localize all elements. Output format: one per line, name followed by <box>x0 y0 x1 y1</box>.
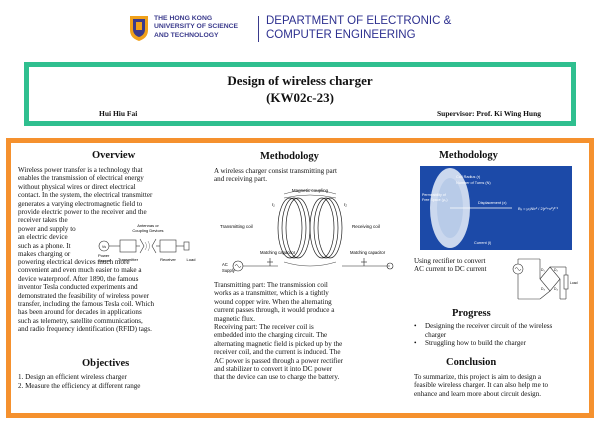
coil-radius-label: Coil Radius (r) <box>456 175 481 179</box>
list-item: Designing the receiver circuit of the wi… <box>414 322 552 339</box>
poster-title: Design of wireless charger <box>227 73 373 88</box>
transmitting-coil-label: Transmitting coil <box>220 224 253 229</box>
conclusion-text: To summarize, this project is aim to des… <box>414 373 549 398</box>
current-label: Current (I) <box>474 241 492 245</box>
power-label: Power <box>98 253 110 258</box>
overview-text-top: Wireless power transfer is a technology … <box>18 166 153 225</box>
d1-label: D₁ <box>541 268 545 272</box>
objectives-heading: Objectives <box>82 358 130 369</box>
author-name: Hui Hiu Fai <box>99 109 138 118</box>
load-label: Load <box>187 257 196 262</box>
transmitter-label: Transmitter <box>118 257 139 262</box>
load-resistor <box>563 274 569 290</box>
university-name: THE HONG KONG UNIVERSITY OF SCIENCE AND … <box>154 15 239 39</box>
receiver-block <box>159 239 177 253</box>
current-i2-label: I₂ <box>344 202 347 207</box>
field-formula: Bₓ = μ₀NIr² / 2(r²+x²)³ᐟ² <box>518 206 559 211</box>
wireless-power-diagram: Antennas or Coupling Devices Vs Power So… <box>98 223 196 263</box>
transmitter-block <box>119 239 137 253</box>
coupled-coils-diagram: Magnetic coupling I₁ I₂ Transmitting coi… <box>220 188 394 273</box>
d4-label: D₄ <box>554 287 558 291</box>
ac-label: AC <box>222 262 228 267</box>
displacement-label: Displacement (x) <box>478 201 507 205</box>
tx-antenna <box>139 238 145 254</box>
list-item: Struggling how to build the charger <box>414 339 552 348</box>
receiving-coil-label: Receiving coil <box>352 224 380 229</box>
overview-text-wrap: power and supply to an electric device s… <box>18 225 76 259</box>
overview-text-bottom: powering electrical devices much more co… <box>18 258 155 334</box>
coil-field-figure: Coil Radius (r) Number of Turns (N) Perm… <box>414 166 578 250</box>
project-code: (KW02c-23) <box>266 90 334 105</box>
magnetic-coupling-label: Magnetic coupling <box>292 188 329 193</box>
load-label: Load <box>570 281 578 285</box>
page-header: THE HONG KONG UNIVERSITY OF SCIENCE AND … <box>0 0 600 56</box>
receiver-label: Receiver <box>160 257 176 262</box>
load-symbol <box>386 262 394 270</box>
list-item: 1. Design an efficient wireless charger <box>18 373 127 381</box>
antennas-label: Antennas or <box>137 223 159 228</box>
d2-label: D₂ <box>554 268 558 272</box>
rectifier-text: Using rectifier to convert AC current to… <box>414 257 487 274</box>
coupling-label: Coupling Devices <box>132 228 163 233</box>
objectives-list: 1. Design an efficient wireless charger … <box>18 373 140 391</box>
current-i1-label: I₁ <box>272 202 275 207</box>
progress-list: Designing the receiver circuit of the wi… <box>414 322 552 348</box>
supply-label: Supply <box>222 268 236 273</box>
list-item: 2. Measure the efficiency at different r… <box>18 382 141 390</box>
methodology-heading-2: Methodology <box>439 150 498 161</box>
supervisor-name: Supervisor: Prof. Ki Wing Hung <box>437 109 541 118</box>
rx-antenna <box>151 238 157 254</box>
permeability-label-2: Free Space (μ₀) <box>422 198 448 202</box>
title-panel: Design of wireless charger (KW02c-23) Hu… <box>24 62 576 126</box>
vs-label: Vs <box>102 245 106 249</box>
receive-coil-ring <box>309 197 335 259</box>
d3-label: D₃ <box>541 287 545 291</box>
progress-heading: Progress <box>452 308 491 319</box>
matching-capacitor-left-label: Matching capacitor <box>260 250 296 255</box>
transmit-coil-ring <box>277 197 303 259</box>
conclusion-heading: Conclusion <box>446 357 497 368</box>
matching-capacitor-right-label: Matching capacitor <box>350 250 386 255</box>
methodology-heading-1: Methodology <box>260 151 319 162</box>
load-block <box>183 241 190 251</box>
turns-label: Number of Turns (N) <box>456 181 491 185</box>
permeability-label-1: Permeability of <box>422 193 446 197</box>
source-label: Source <box>98 258 111 263</box>
methodology-intro: A wireless charger consist transmitting … <box>214 167 337 184</box>
header-divider <box>258 16 259 42</box>
overview-heading: Overview <box>92 150 136 161</box>
bridge-rectifier-diagram: D₁ D₂ D₃ D₄ Load <box>512 258 578 300</box>
methodology-body: Transmitting part: The transmission coil… <box>214 281 344 382</box>
hkust-logo-icon <box>130 16 148 41</box>
department-name: DEPARTMENT OF ELECTRONIC & COMPUTER ENGI… <box>266 15 452 41</box>
